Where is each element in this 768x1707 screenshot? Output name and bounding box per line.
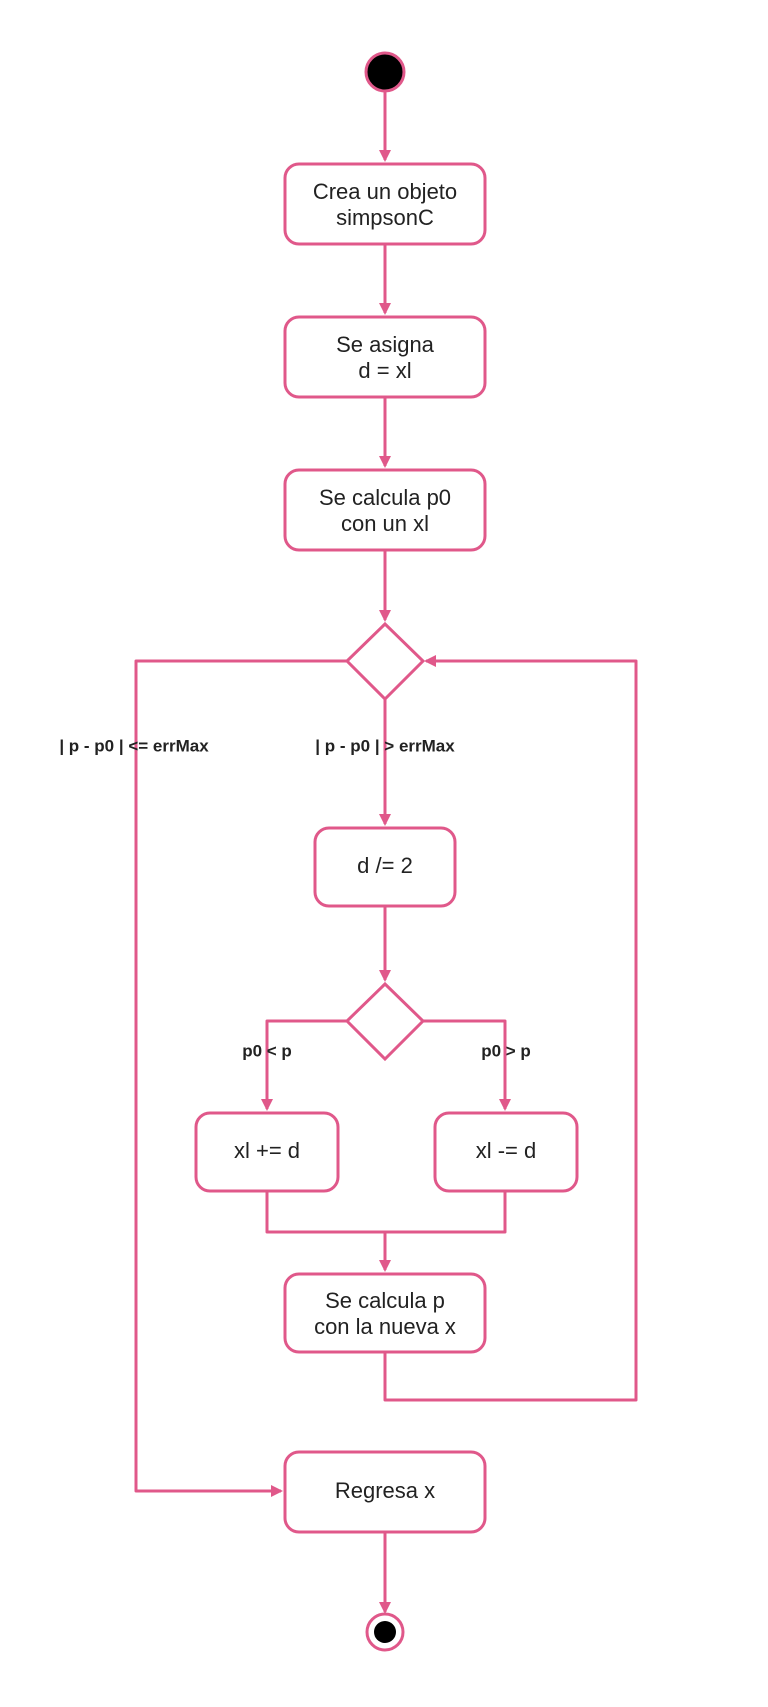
action-assign-d: Se asigna d = xl xyxy=(283,315,487,399)
action-increment-xl: xl += d xyxy=(194,1111,340,1193)
edge-decision2-to-inc xyxy=(261,1019,347,1111)
action-halve-label: d /= 2 xyxy=(357,853,413,878)
action-create-object: Crea un objeto simpsonC xyxy=(283,162,487,246)
action-decrement-xl: xl -= d xyxy=(433,1111,579,1193)
edge-calc-p-loop-back xyxy=(383,655,638,1402)
action-calc-p: Se calcula p con la nueva x xyxy=(283,1272,487,1354)
action-create-line1: Crea un objeto xyxy=(313,179,457,204)
action-calc-p0: Se calcula p0 con un xl xyxy=(283,468,487,552)
action-return-label: Regresa x xyxy=(335,1478,435,1503)
action-calc-p0-line2: con un xl xyxy=(341,511,429,536)
action-calc-p0-line1: Se calcula p0 xyxy=(319,485,451,510)
edge-inc-to-merge xyxy=(265,1191,385,1234)
action-return-x: Regresa x xyxy=(283,1450,487,1534)
final-node xyxy=(365,1612,405,1652)
initial-node xyxy=(364,51,406,93)
guard-gt-label: p0 > p xyxy=(481,1041,531,1060)
action-assign-line1: Se asigna xyxy=(336,332,435,357)
action-increment-label: xl += d xyxy=(234,1138,300,1163)
edge-dec-to-merge xyxy=(385,1191,507,1234)
guard-continue-label: | p - p0 | > errMax xyxy=(315,736,455,755)
action-create-line2: simpsonC xyxy=(336,205,434,230)
decision-node-compare xyxy=(344,981,426,1062)
decision-node-error-check xyxy=(344,621,426,702)
guard-lt-label: p0 < p xyxy=(242,1041,292,1060)
action-halve-d: d /= 2 xyxy=(313,826,457,908)
action-calc-p-line1: Se calcula p xyxy=(325,1288,445,1313)
action-calc-p-line2: con la nueva x xyxy=(314,1314,456,1339)
guard-done-label: | p - p0 | <= errMax xyxy=(59,736,209,755)
edge-decision-to-return xyxy=(134,659,347,1497)
action-decrement-label: xl -= d xyxy=(476,1138,537,1163)
action-assign-line2: d = xl xyxy=(358,358,411,383)
edge-decision2-to-dec xyxy=(423,1019,511,1111)
